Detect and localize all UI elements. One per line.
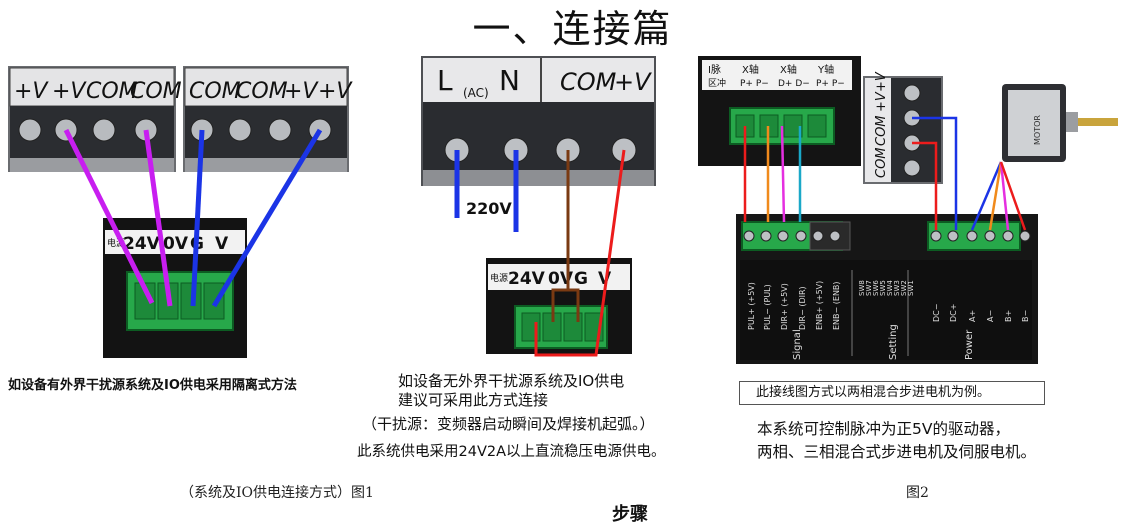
figure-caption-2: 图2 bbox=[906, 485, 929, 501]
fig2-power-label: A− bbox=[986, 310, 995, 322]
footer-fragment: 步骤 bbox=[612, 504, 648, 525]
mid-dc-wires bbox=[534, 149, 626, 357]
mid-panel-label: 电源 bbox=[490, 272, 508, 284]
fig2-axis-title: I脉 bbox=[708, 63, 721, 76]
fig2-sw-label: SW3 bbox=[893, 280, 901, 296]
fig2-driver-label: PUL− (PUL) bbox=[763, 284, 772, 330]
fig2-axis-title: X轴 bbox=[780, 63, 797, 76]
fig1-term-label: +V bbox=[14, 79, 49, 104]
fig2-power-label: DC+ bbox=[949, 304, 958, 322]
fig2-power-group-label: Power bbox=[964, 329, 975, 360]
fig2-example-note: 此接线图方式以两相混合步进电机为例。 bbox=[739, 381, 1045, 405]
fig2-axis-sub: P+ P− bbox=[816, 79, 845, 89]
fig1-term-label: +V bbox=[318, 79, 353, 104]
fig2-power-label: A+ bbox=[968, 310, 977, 322]
fig2-signal-wires bbox=[743, 125, 802, 223]
fig2-setting-label: Setting bbox=[888, 324, 899, 360]
fig2-note-line2: 两相、三相混合式步进电机及伺服电机。 bbox=[757, 443, 1037, 461]
fig2-psu-label: COM bbox=[874, 115, 889, 146]
mid-term-label-ac: (AC) bbox=[463, 86, 489, 100]
fig2-signal-label: Signal bbox=[792, 329, 803, 360]
fig2-driver-label: ENB− (ENB) bbox=[832, 281, 841, 330]
mid-note-line4: 此系统供电采用24V2A以上直流稳压电源供电。 bbox=[357, 444, 666, 460]
fig1-term-label: COM bbox=[86, 79, 138, 104]
fig2-psu-label: +V bbox=[874, 91, 889, 112]
mid-note-line1: 如设备无外界干扰源系统及IO供电 bbox=[398, 372, 625, 390]
fig2-axis-sub: 区冲 bbox=[708, 77, 726, 89]
fig2-axis-title: Y轴 bbox=[817, 63, 834, 76]
fig2-psu-strip bbox=[863, 76, 943, 184]
figure-caption-1: （系统及IO供电连接方式）图1 bbox=[180, 485, 374, 501]
fig2-sw-label: SW6 bbox=[872, 280, 880, 296]
fig1-caption: 如设备有外界干扰源系统及IO供电采用隔离式方法 bbox=[8, 378, 297, 393]
fig2-psu-label: COM bbox=[874, 147, 889, 178]
fig2-driver bbox=[736, 214, 1038, 364]
mid-voltage-label: 220V bbox=[466, 199, 512, 218]
fig2-sw-label: SW2 bbox=[900, 280, 908, 296]
fig1-term-label: COM bbox=[130, 79, 182, 104]
fig2-power-label: DC− bbox=[932, 304, 941, 322]
mid-term-label-l: L bbox=[437, 64, 453, 97]
fig1-port-label: 24V bbox=[123, 234, 161, 254]
fig2-axis-title: X轴 bbox=[742, 63, 759, 76]
page-title: 一、连接篇 bbox=[472, 7, 673, 51]
mid-port-label: G bbox=[574, 269, 588, 289]
fig1-term-label: COM bbox=[189, 79, 241, 104]
fig1-term-label: +V bbox=[284, 79, 319, 104]
mid-note-line3: （干扰源：变频器启动瞬间及焊接机起弧。） bbox=[362, 415, 655, 433]
fig2-power-label: B− bbox=[1021, 310, 1030, 322]
fig2-controller bbox=[698, 56, 861, 166]
fig2-psu-label: +V bbox=[874, 71, 889, 92]
mid-note-line2: 建议可采用此方式连接 bbox=[398, 391, 549, 409]
fig1-port-label: V bbox=[215, 234, 229, 254]
mid-term-label-v: +V bbox=[614, 68, 652, 96]
fig2-stepper-motor bbox=[1002, 84, 1118, 162]
wiring-diagrams: +V +V COM COM COM COM +V +V 电源 24V 0V G … bbox=[8, 56, 1118, 364]
fig2-driver-label: ENB+ (+5V) bbox=[815, 281, 824, 330]
fig1-term-label: COM bbox=[236, 79, 288, 104]
fig2-note-line1: 本系统可控制脉冲为正5V的驱动器， bbox=[757, 420, 1010, 438]
mid-term-label-com: COM bbox=[560, 68, 617, 96]
fig2-sw-label: SW1 bbox=[907, 280, 915, 296]
fig2-sw-label: SW4 bbox=[886, 280, 894, 296]
fig2-sw-label: SW7 bbox=[865, 280, 873, 296]
fig2-driver-label: DIR− (DIR) bbox=[798, 286, 807, 330]
mid-term-label-n: N bbox=[499, 64, 520, 97]
fig2-axis-sub: P+ P− bbox=[740, 79, 769, 89]
fig2-sw-label: SW5 bbox=[879, 280, 887, 296]
fig1-term-label: +V bbox=[52, 79, 87, 104]
fig2-driver-label: PUL+ (+5V) bbox=[747, 282, 756, 330]
fig2-motor-text: MOTOR bbox=[1033, 115, 1042, 145]
fig2-sw-label: SW8 bbox=[858, 280, 866, 296]
fig2-power-wires bbox=[912, 116, 1027, 231]
fig1-port-label: 0V bbox=[163, 234, 189, 254]
mid-port-label: 0V bbox=[548, 269, 574, 289]
fig2-driver-label: DIR+ (+5V) bbox=[780, 283, 789, 330]
fig2-power-label: B+ bbox=[1004, 310, 1013, 322]
fig2-axis-sub: D+ D− bbox=[778, 79, 810, 89]
mid-ac-wires bbox=[454, 150, 519, 232]
fig1-wires bbox=[63, 128, 323, 308]
mid-port-label: 24V bbox=[508, 269, 546, 289]
